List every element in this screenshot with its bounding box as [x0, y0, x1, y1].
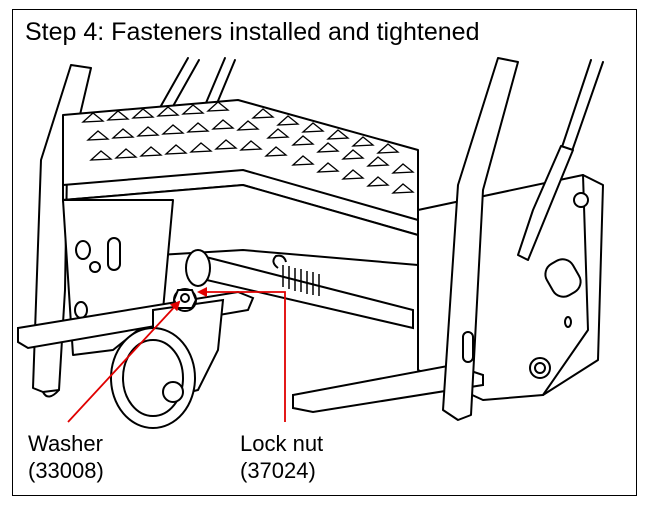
- washer-part-number: (33008): [28, 458, 104, 483]
- bushing: [185, 249, 211, 287]
- washer-leader-line: [67, 300, 181, 423]
- washer-callout: Washer (33008): [28, 430, 104, 484]
- torsion-spring: [282, 265, 320, 296]
- left-panel-slot: [107, 237, 121, 271]
- locknut-part-number: (37024): [240, 458, 316, 483]
- locknut-label: Lock nut: [240, 431, 324, 456]
- right-rail-diagonal: [517, 145, 574, 261]
- left-panel-hole: [75, 240, 91, 260]
- step-illustration: [17, 57, 604, 429]
- tread-teeth: [81, 101, 415, 194]
- step-title: Step 4: Fasteners installed and tightene…: [25, 18, 484, 47]
- locknut-leader-line: [197, 287, 286, 422]
- washer-label: Washer: [28, 431, 103, 456]
- right-handle-tube: [442, 57, 519, 421]
- locknut-callout: Lock nut (37024): [240, 430, 324, 484]
- rear-right-rail: [560, 59, 604, 155]
- right-plate-slot: [544, 258, 582, 298]
- figure-frame: Step 4: Fasteners installed and tightene…: [12, 9, 637, 496]
